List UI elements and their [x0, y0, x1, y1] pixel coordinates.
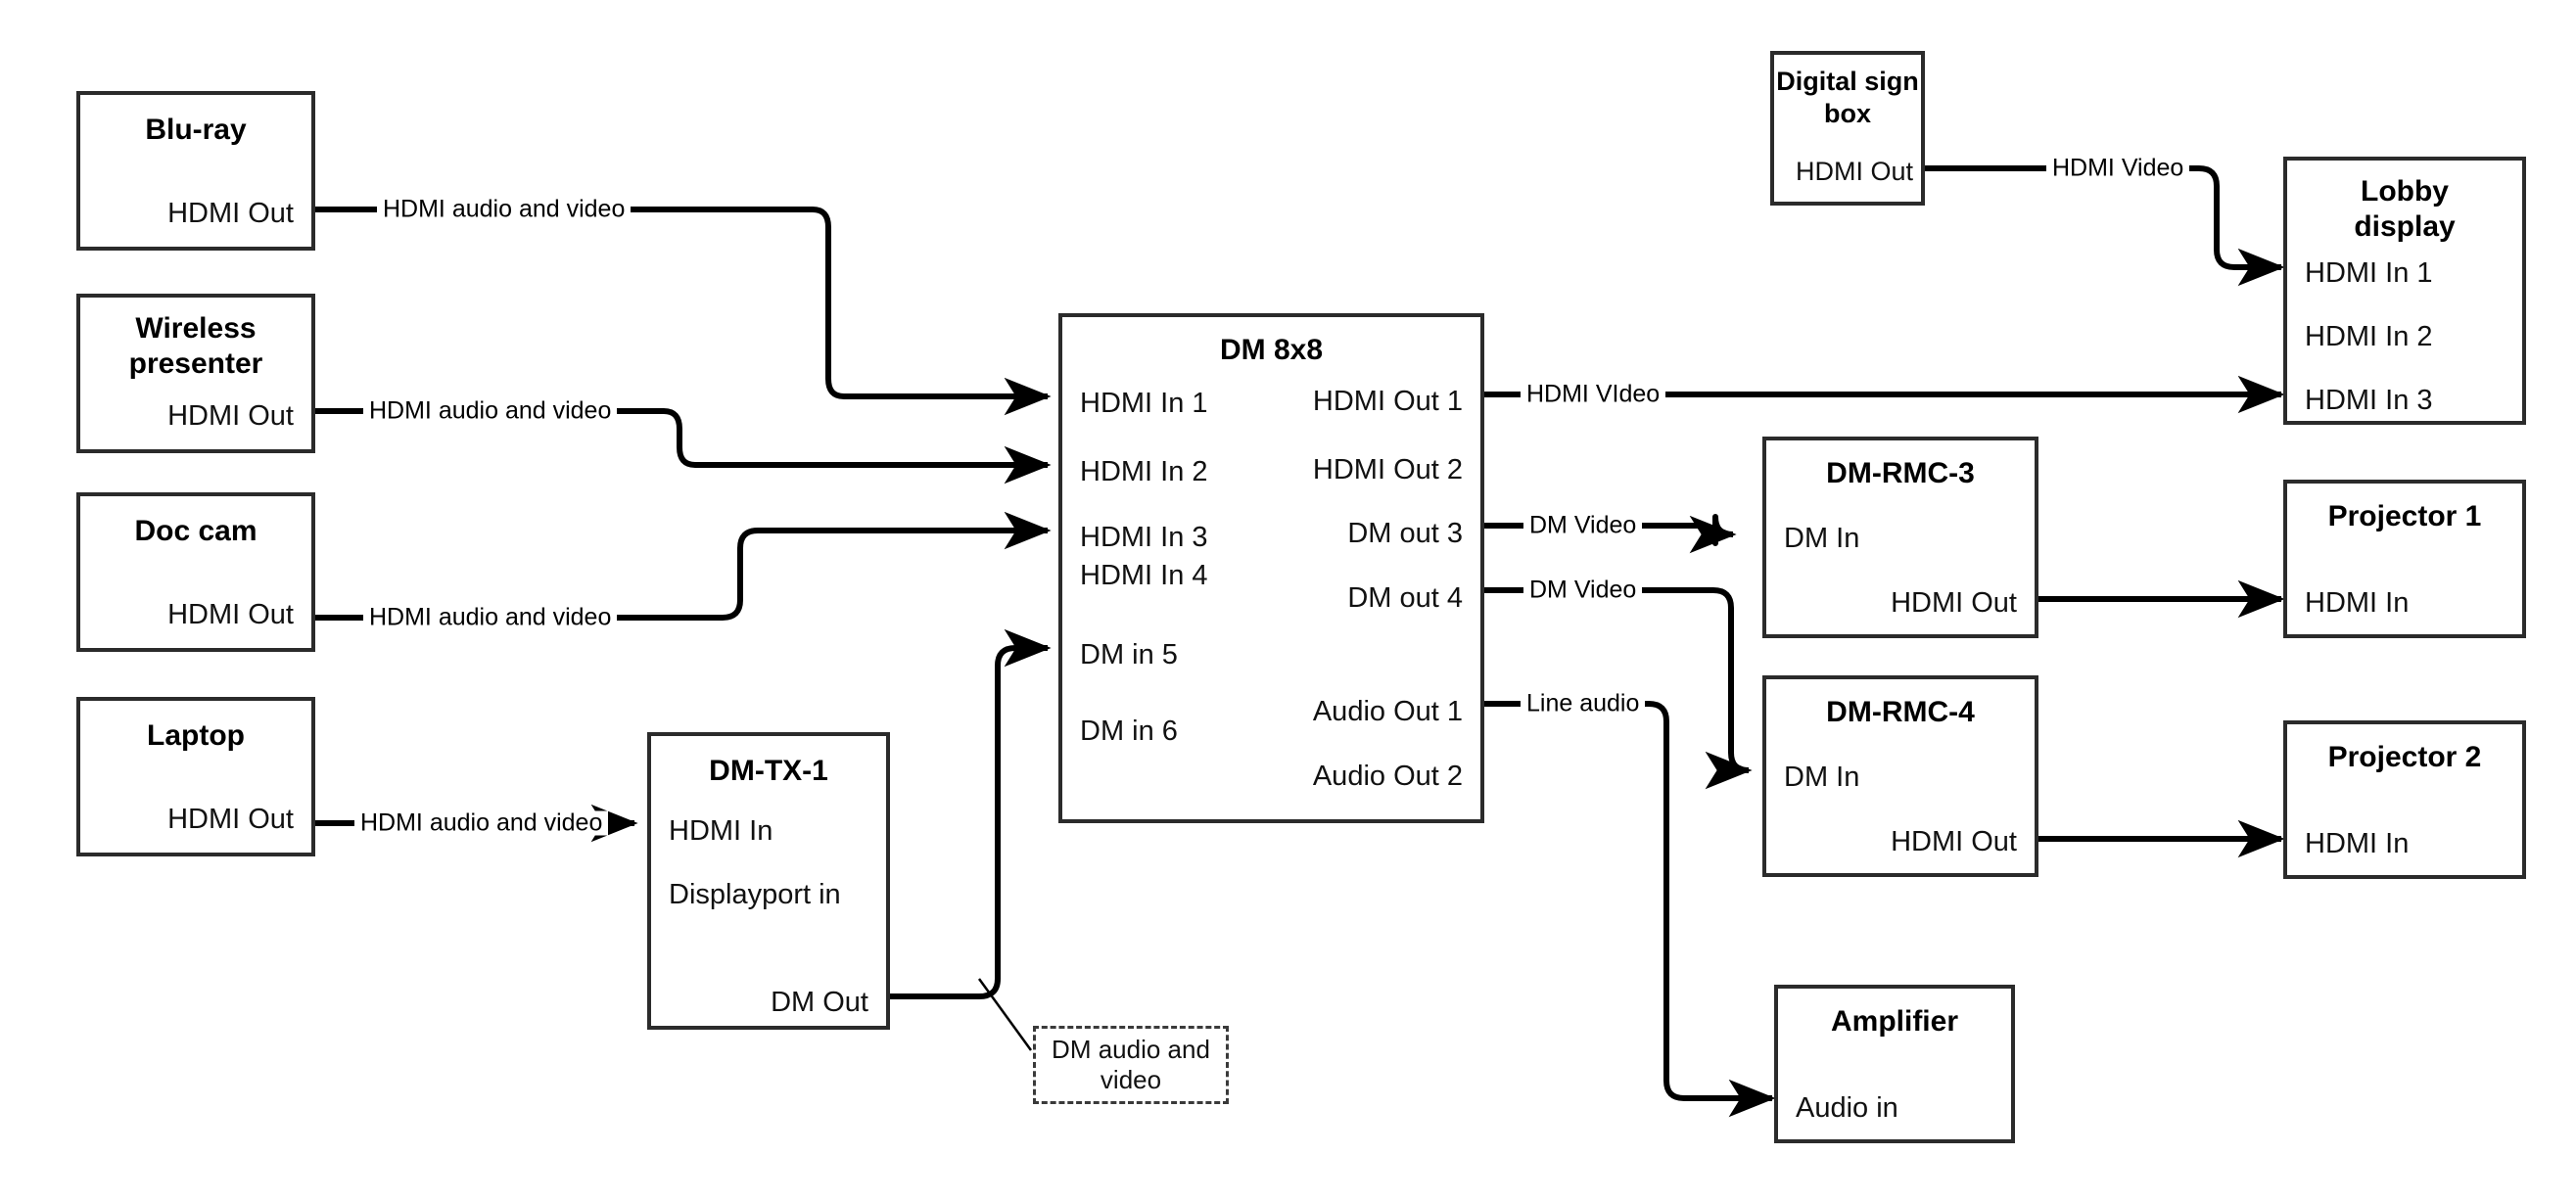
port-hdmi-in-3: HDMI In 3	[2305, 385, 2433, 416]
wire-label-dm-out4: DM Video	[1523, 577, 1643, 603]
port-hdmi-in: HDMI In	[2305, 828, 2410, 859]
node-wireless-presenter[interactable]: Wireless presenter HDMI Out	[76, 294, 315, 453]
node-projector-2[interactable]: Projector 2 HDMI In	[2283, 720, 2526, 879]
node-projector-1[interactable]: Projector 1 HDMI In	[2283, 480, 2526, 638]
wire-dm8x8-audio-to-amplifier	[1484, 701, 1776, 1118]
node-dm-rmc-4[interactable]: DM-RMC-4 DM In HDMI Out	[1762, 675, 2038, 877]
wire-dm8x8-out4-to-dmrmc4	[1484, 587, 1753, 790]
port-hdmi-out: HDMI Out	[167, 400, 294, 432]
wire-label-sign-to-lobby: HDMI Video	[2046, 156, 2190, 181]
node-title-line2: display	[2354, 210, 2456, 243]
wire-label-wireless: HDMI audio and video	[363, 398, 618, 424]
port-hdmi-out-2: HDMI Out 2	[1312, 454, 1463, 485]
port-dm-in-5: DM in 5	[1080, 639, 1178, 670]
port-dm-in: DM In	[1784, 762, 1860, 793]
port-hdmi-in-3: HDMI In 3	[1080, 522, 1208, 553]
node-title-line2: presenter	[128, 347, 263, 380]
wire-label-bluray: HDMI audio and video	[377, 197, 632, 222]
port-hdmi-out: HDMI Out	[1795, 157, 1913, 186]
port-hdmi-out: HDMI Out	[1891, 826, 2017, 857]
port-hdmi-in-4: HDMI In 4	[1080, 560, 1208, 591]
node-title: Laptop	[147, 719, 245, 752]
wire-label-line-audio: Line audio	[1521, 691, 1646, 716]
port-audio-in: Audio in	[1796, 1092, 1898, 1124]
wire-label-dm-out1: HDMI VIdeo	[1521, 382, 1666, 407]
port-hdmi-in-1: HDMI In 1	[2305, 257, 2433, 289]
port-dm-out: DM Out	[771, 987, 868, 1018]
node-title: DM 8x8	[1219, 334, 1324, 366]
node-title: DM-TX-1	[709, 755, 828, 787]
callout-line-2: video	[1100, 1065, 1162, 1094]
node-amplifier[interactable]: Amplifier Audio in	[1774, 985, 2015, 1143]
node-laptop[interactable]: Laptop HDMI Out	[76, 697, 315, 856]
port-dm-in: DM In	[1784, 523, 1860, 554]
wire-bluray-to-dm8x8	[315, 207, 1052, 416]
port-dm-in-6: DM in 6	[1080, 716, 1178, 747]
node-title-line1: Lobby	[2361, 175, 2449, 208]
port-hdmi-out: HDMI Out	[167, 804, 294, 835]
port-dm-out-3: DM out 3	[1347, 518, 1463, 549]
port-hdmi-out: HDMI Out	[167, 599, 294, 630]
wire-label-doccam: HDMI audio and video	[363, 605, 618, 630]
port-hdmi-in-2: HDMI In 2	[2305, 321, 2433, 352]
node-title: DM-RMC-4	[1826, 696, 1975, 728]
wire-label-laptop: HDMI audio and video	[354, 810, 609, 836]
callout-dm-audio-and-video: DM audio and video	[1033, 1026, 1229, 1104]
port-audio-out-2: Audio Out 2	[1312, 761, 1463, 792]
node-title: Amplifier	[1830, 1005, 1959, 1038]
port-hdmi-in: HDMI In	[2305, 587, 2410, 619]
port-hdmi-in-2: HDMI In 2	[1080, 456, 1208, 487]
wire-sign-to-lobby	[1925, 165, 2285, 287]
node-lobby-display[interactable]: Lobby display HDMI In 1 HDMI In 2 HDMI I…	[2283, 157, 2526, 425]
port-hdmi-in-1: HDMI In 1	[1080, 388, 1208, 419]
node-digital-sign-box[interactable]: Digital sign box HDMI Out	[1770, 51, 1925, 206]
wire-label-dm-out3: DM Video	[1523, 513, 1643, 538]
node-dm-rmc-3[interactable]: DM-RMC-3 DM In HDMI Out	[1762, 437, 2038, 638]
node-title-line1: Wireless	[135, 312, 257, 345]
node-dm-tx-1[interactable]: DM-TX-1 HDMI In Displayport in DM Out	[647, 732, 890, 1030]
port-audio-out-1: Audio Out 1	[1312, 696, 1463, 727]
node-doc-cam[interactable]: Doc cam HDMI Out	[76, 492, 315, 652]
node-dm-8x8[interactable]: DM 8x8 HDMI In 1 HDMI In 2 HDMI In 3 HDM…	[1058, 313, 1484, 823]
node-title: Blu-ray	[145, 114, 247, 146]
port-hdmi-out: HDMI Out	[1891, 587, 2017, 619]
node-title-line2: box	[1823, 99, 1871, 128]
wire-dmtx1-to-dm8x8	[890, 628, 1052, 999]
port-dm-out-4: DM out 4	[1347, 582, 1463, 614]
node-title: Projector 2	[2327, 741, 2482, 773]
node-title: Doc cam	[134, 515, 258, 547]
node-title-line1: Digital sign	[1776, 67, 1919, 96]
callout-leader-line	[977, 978, 1033, 1051]
callout-line-1: DM audio and	[1052, 1034, 1210, 1064]
node-bluray[interactable]: Blu-ray HDMI Out	[76, 91, 315, 251]
port-displayport-in: Displayport in	[669, 879, 841, 910]
node-title: Projector 1	[2327, 500, 2482, 532]
node-title: DM-RMC-3	[1826, 457, 1975, 489]
port-hdmi-out: HDMI Out	[167, 198, 294, 229]
port-hdmi-out-1: HDMI Out 1	[1312, 386, 1463, 417]
port-hdmi-in: HDMI In	[669, 815, 773, 847]
